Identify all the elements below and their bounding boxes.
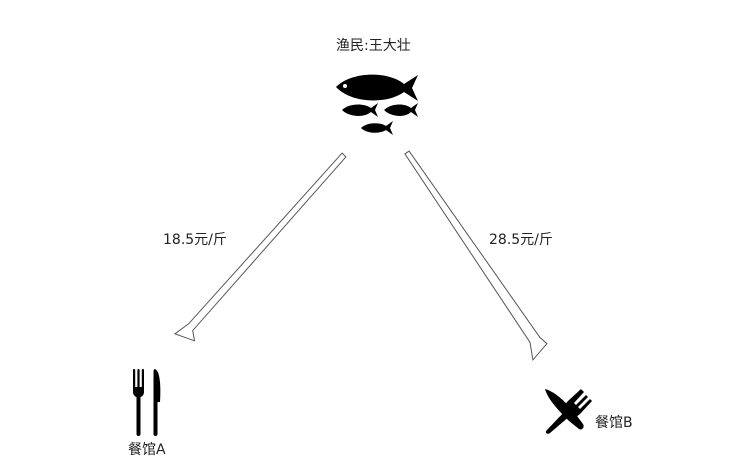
fork-knife-icon: [133, 369, 161, 436]
fish-school-icon: [336, 74, 418, 135]
price-label-restaurant-b: 28.5元/斤: [489, 232, 553, 248]
arrow-to-restaurant-a: [173, 152, 347, 342]
restaurant-b-label: 餐馆B: [595, 415, 633, 431]
price-label-restaurant-a: 18.5元/斤: [163, 232, 227, 248]
crossed-fork-knife-icon: [545, 389, 592, 434]
arrow-to-restaurant-b: [404, 150, 548, 362]
restaurant-a-label: 餐馆A: [128, 442, 166, 458]
fisherman-label: 渔民:王大壮: [336, 38, 411, 54]
